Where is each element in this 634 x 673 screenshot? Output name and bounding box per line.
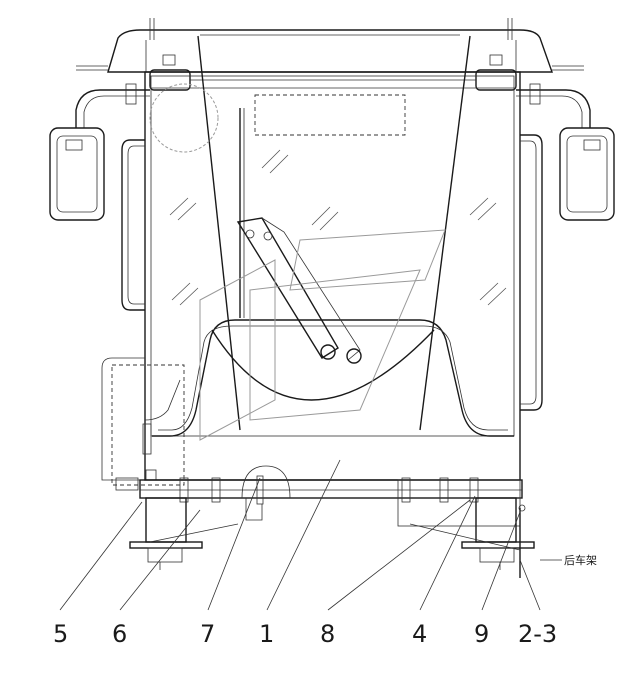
callout-4: 4 — [412, 620, 427, 648]
leader-lines — [59, 459, 562, 611]
callout-numbers: 5 6 7 1 8 4 9 2-3 — [53, 620, 557, 648]
callout-1: 1 — [259, 620, 274, 648]
watermark-logo — [149, 83, 446, 441]
callout-2-3: 2-3 — [518, 620, 557, 648]
mount-right — [461, 497, 535, 578]
rear-window — [152, 94, 514, 437]
glass-reflection-marks — [169, 149, 507, 306]
callout-6: 6 — [112, 620, 127, 648]
bottom-beam — [139, 465, 523, 527]
cab-body — [144, 35, 521, 481]
callout-9: 9 — [474, 620, 489, 648]
mirror-right — [516, 83, 615, 221]
rear-wiper — [236, 108, 362, 364]
grab-handle-right — [520, 134, 543, 411]
callout-5: 5 — [53, 620, 68, 648]
side-box — [101, 357, 185, 491]
mount-left — [129, 497, 203, 570]
callout-7: 7 — [200, 620, 215, 648]
callout-8: 8 — [320, 620, 335, 648]
rear-frame-label: 后车架 — [564, 553, 597, 567]
cab-roof — [76, 18, 584, 73]
grab-handle-left — [121, 139, 145, 311]
mirror-left — [49, 83, 150, 221]
